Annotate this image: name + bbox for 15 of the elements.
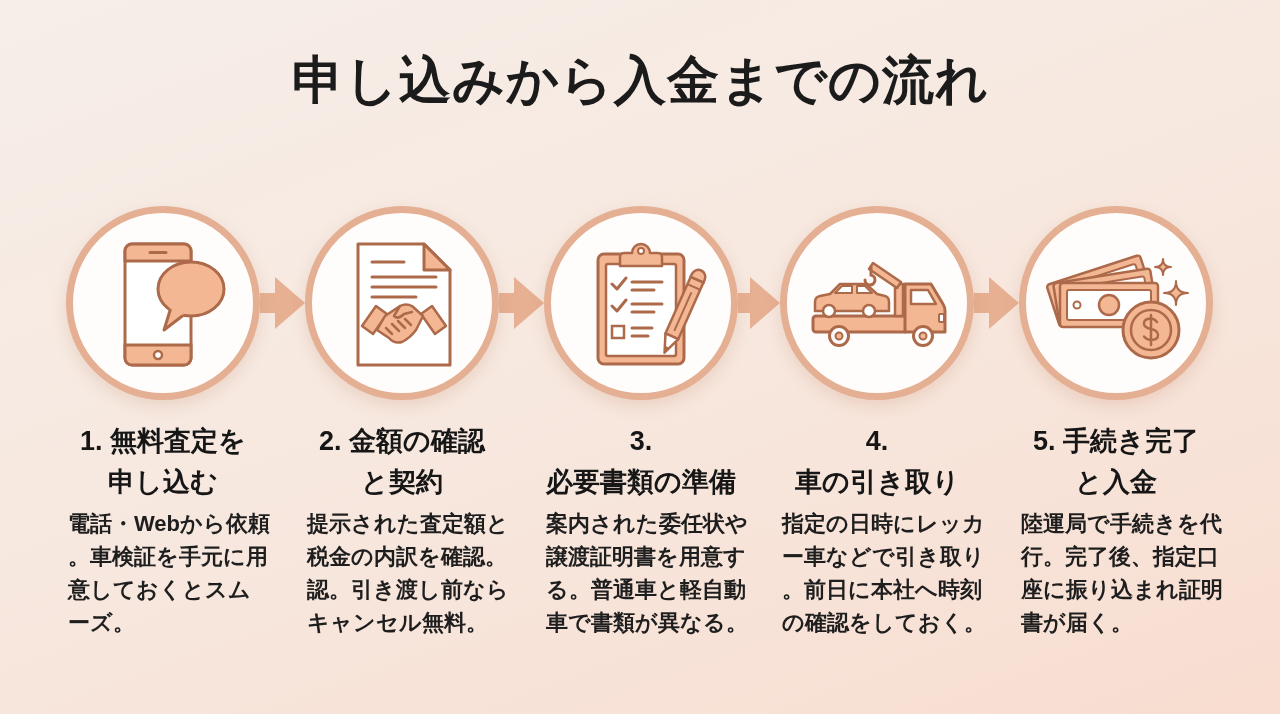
arrow — [499, 277, 544, 329]
step-description: 指定の日時にレッカー車などで引き取り。前日に本社へ時刻の確認をしておく。 — [782, 510, 986, 637]
title: 申し込みから入金までの流れ — [290, 50, 990, 111]
arrow — [974, 277, 1019, 329]
step-heading: 1. 無料査定を申し込む — [79, 425, 247, 499]
arrow — [738, 277, 780, 329]
step-description: 陸運局で手続きを代行。完了後、指定口座に振り込まれ証明書が届く。 — [1021, 510, 1224, 637]
step-description: 電話・Webから依頼。車検証を手元に用意しておくとスムーズ。 — [68, 510, 272, 637]
step-description: 案内された委任状や譲渡証明書を用意する。普通車と軽自動車で書類が異なる。 — [546, 510, 749, 637]
step-heading: 3. 必要書類の準備 — [545, 425, 737, 499]
step-description: 提示された査定額と税金の内訳を確認。認。引き渡し前ならキャンセル無料。 — [307, 510, 510, 637]
step-heading: 5. 手続き完了と入金 — [1032, 425, 1200, 499]
arrow — [260, 277, 305, 329]
step-heading: 4. 車の引き取り — [793, 425, 961, 499]
step-heading: 2. 金額の確認と契約 — [318, 425, 487, 499]
